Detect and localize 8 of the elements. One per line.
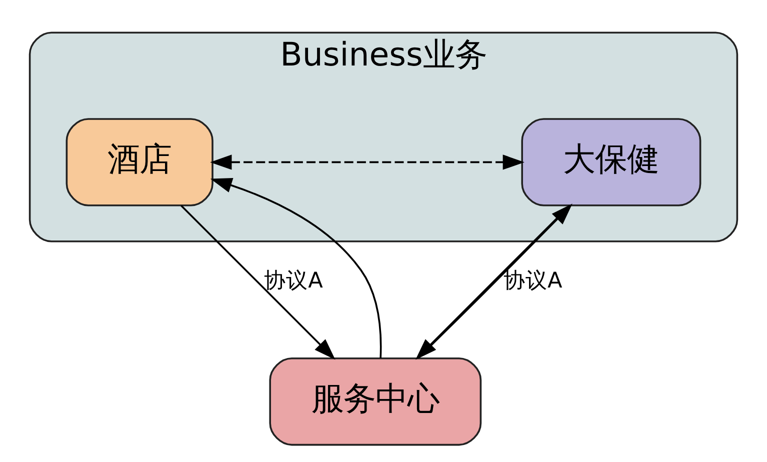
arrow	[210, 154, 524, 170]
arrow	[180, 204, 336, 360]
node-box: 酒店	[66, 118, 214, 206]
edge-label: 协议A	[504, 268, 562, 293]
node-box: 服务中心	[269, 357, 482, 446]
arrow	[210, 177, 382, 358]
node-box: 大保健	[521, 118, 702, 206]
edge-label: 协议A	[264, 268, 323, 293]
